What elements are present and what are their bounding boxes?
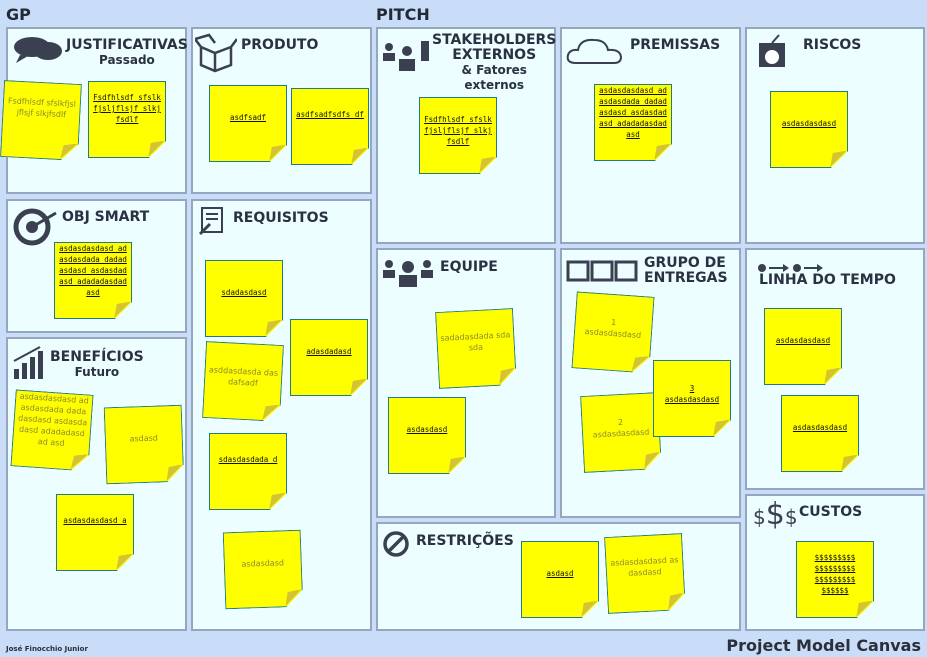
sticky-note[interactable]: asdasdasdasd — [764, 308, 842, 385]
dollar-icon: $$$ — [753, 497, 798, 532]
dynamite-icon — [759, 34, 785, 67]
timeline-icon — [758, 264, 823, 272]
sticky-note[interactable]: asdfsadf — [209, 85, 287, 162]
panel-title: RESTRIÇÕES — [416, 533, 514, 549]
sticky-note[interactable]: asdasdasdasd adasdasdada dadadasdasd asd… — [10, 389, 93, 471]
panel-subtitle: Passado — [98, 53, 155, 67]
sticky-note[interactable]: Fsdfhlsdf sfslkfjsljflsjf slkjfsdlf — [419, 97, 497, 174]
panel-title: LINHA DO TEMPO — [759, 272, 896, 288]
panel-title: JUSTIFICATIVAS — [66, 37, 188, 53]
panel-title: PRODUTO — [241, 37, 319, 53]
author-credit: José Finocchio Junior — [6, 645, 88, 653]
sticky-note[interactable]: asdfsadfsdfs df — [291, 88, 369, 165]
sticky-note[interactable]: 1 asdasdasdasd — [571, 291, 654, 373]
sticky-note[interactable]: asdasdasdasd — [770, 91, 848, 168]
panel-premissas[interactable]: PREMISSAS — [560, 27, 741, 244]
packages-icon — [566, 260, 638, 282]
sticky-note[interactable]: $$$$$$$$$ $$$$$$$$$ $$$$$$$$$ $$$$$$ — [796, 541, 874, 618]
panel-title: EQUIPE — [440, 259, 498, 275]
pitch-header: PITCH — [376, 5, 430, 24]
sticky-note[interactable]: 3 asdasdasdasd — [653, 360, 731, 437]
sticky-note[interactable]: asdasdasd — [388, 397, 466, 474]
sticky-note[interactable]: 2 asdasdasdasd — [580, 392, 662, 473]
sticky-note[interactable]: Fsdfhlsdf sfslkfjsljflsjf slkjfsdlf — [88, 81, 166, 158]
sticky-note[interactable]: asdasd — [521, 541, 599, 618]
panel-title: RISCOS — [803, 37, 862, 53]
sticky-note[interactable]: asdasdasdasd — [781, 395, 859, 472]
sticky-note[interactable]: asdasdasdasd adasdasdada dadadasdasd asd… — [594, 84, 672, 161]
panel-title: CUSTOS — [799, 504, 863, 520]
panel-subtitle: & Fatores externos — [461, 63, 527, 92]
box-icon — [195, 33, 237, 73]
sticky-note[interactable]: Fsdfhlsdf sfslkfjsljflsjf slkjfsdlf — [0, 80, 82, 161]
people-building-icon — [383, 41, 429, 71]
panel-stakeholders[interactable]: STAKEHOLDERS EXTERNOS& Fatores externos — [376, 27, 556, 244]
team-icon — [383, 260, 433, 287]
prohibited-icon — [383, 531, 409, 557]
target-icon — [13, 208, 57, 246]
brand-title: Project Model Canvas — [726, 636, 921, 655]
speech-bubbles-icon — [14, 37, 62, 63]
panel-title: PREMISSAS — [630, 37, 721, 53]
cloud-icon — [566, 38, 623, 64]
panel-title: BENEFÍCIOS — [50, 349, 144, 365]
gp-header: GP — [6, 5, 31, 24]
sticky-note[interactable]: asddasdasda dasdafsadf — [202, 341, 284, 422]
growth-chart-icon — [13, 346, 43, 379]
sticky-note[interactable]: asdasdasd — [223, 530, 304, 610]
sticky-note[interactable]: adasdadasd — [290, 319, 368, 396]
panel-title: STAKEHOLDERS EXTERNOS — [432, 32, 557, 63]
panel-title: GRUPO DE ENTREGAS — [644, 255, 728, 286]
document-pen-icon — [198, 207, 223, 236]
sticky-note[interactable]: sadadasdada sdasda — [435, 308, 517, 389]
sticky-note[interactable]: asdasdasdasd adasdasdada dadadasdasd asd… — [54, 242, 132, 319]
sticky-note[interactable]: sdadasdasd — [205, 260, 283, 337]
panel-subtitle: Futuro — [74, 365, 120, 379]
sticky-note[interactable]: asdasd — [104, 405, 185, 485]
sticky-note[interactable]: sdasdasdada d — [209, 433, 287, 510]
panel-title: REQUISITOS — [233, 210, 329, 226]
panel-title: OBJ SMART — [62, 209, 150, 225]
sticky-note[interactable]: asdasdasdasd a — [56, 494, 134, 571]
sticky-note[interactable]: asdasdasdasd asdasdasd — [604, 533, 686, 614]
